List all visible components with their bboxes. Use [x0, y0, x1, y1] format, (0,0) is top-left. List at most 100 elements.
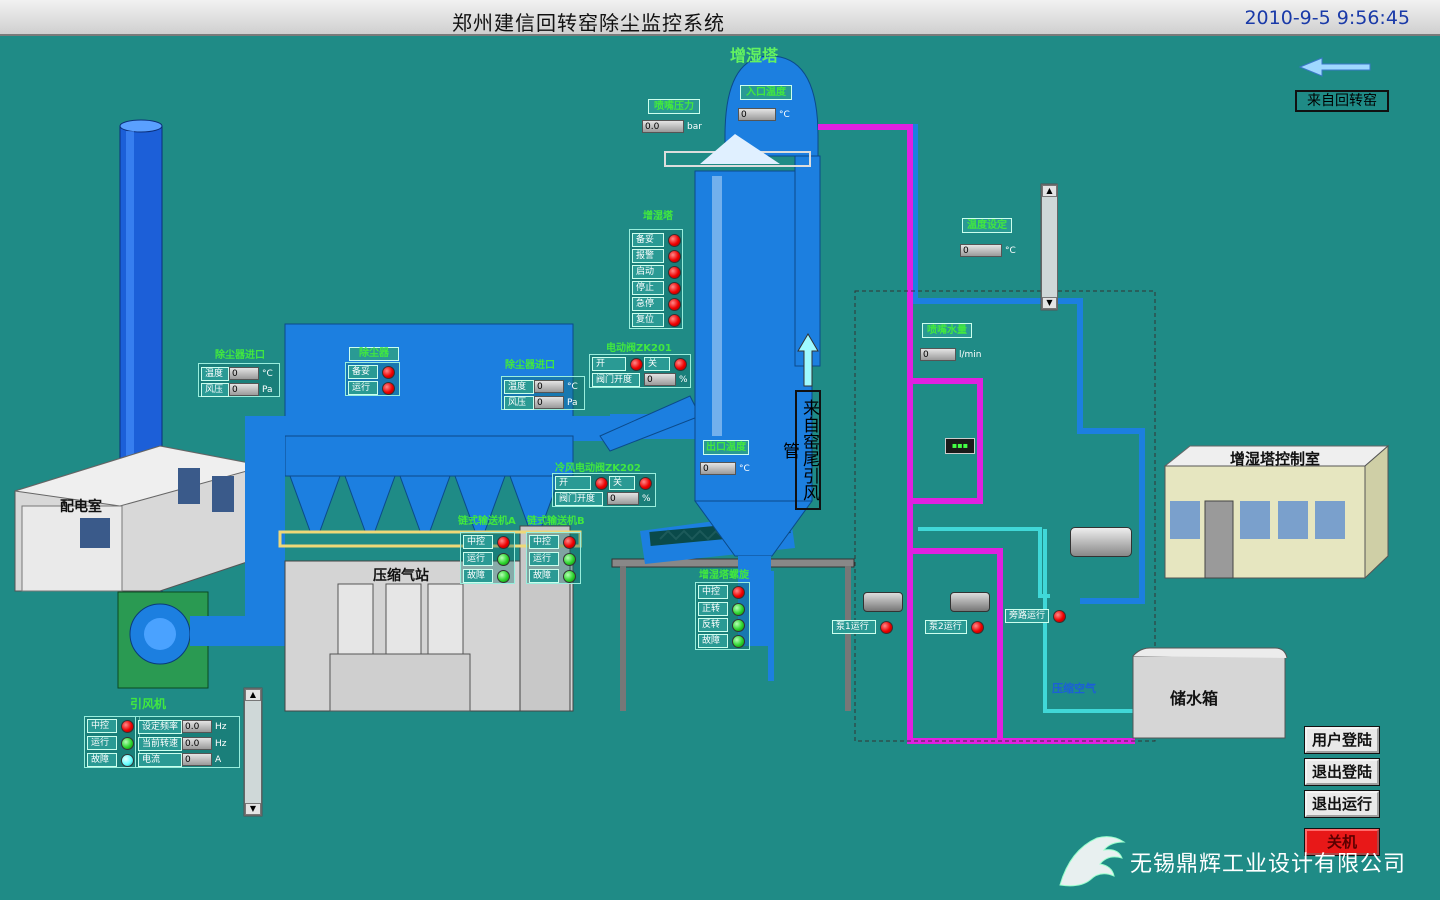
company-name: 无锡鼎辉工业设计有限公司 [1130, 852, 1407, 877]
clock: 2010-9-5 9:56:45 [1244, 7, 1410, 29]
distribution-room-label: 配电室 [60, 499, 102, 515]
status-led [668, 233, 681, 247]
status-led [668, 281, 681, 295]
status-led [497, 552, 510, 566]
conveyor-a-title: 链式输送机A [458, 516, 516, 527]
status-led [732, 602, 745, 616]
slider-up-arrow[interactable]: ▲ [245, 689, 261, 701]
spray-pressure-value: 0.0 [642, 120, 684, 133]
tower-screw-title: 增湿塔螺旋 [699, 570, 749, 581]
valve-open-label: 开 [592, 357, 626, 371]
conveyor-a-panel: 中控 运行 故障 [460, 532, 515, 584]
valve-position-value: 0 [644, 373, 676, 386]
valve-close-label: 关 [609, 476, 635, 490]
flow-meter-icon: ▪▪▪ [945, 438, 975, 454]
valve-close-led [674, 357, 687, 371]
dust-outlet-title: 除尘器进口 [505, 360, 555, 371]
dust-collector-panel: 备妥 运行 [345, 362, 400, 396]
dust-inlet-title: 除尘器进口 [215, 350, 265, 361]
valve-position-label: 阀门开度 [592, 372, 640, 387]
from-kiln-arrow [1298, 57, 1371, 77]
inlet-temp-unit: °C [779, 109, 790, 120]
tower-title: 增湿塔 [730, 46, 779, 65]
status-row: 报警 [632, 248, 681, 264]
water-flow-label: 喷嘴水量 [922, 323, 972, 338]
valve-close-label: 关 [644, 357, 670, 371]
status-led [121, 753, 134, 767]
outlet-temp-field: 0 °C [700, 461, 750, 476]
temp-setting-field[interactable]: 0 °C [960, 243, 1016, 258]
status-row: 急停 [632, 296, 681, 312]
valve-zk201-title: 电动阀ZK201 [606, 343, 672, 354]
exit-button[interactable]: 退出运行 [1304, 790, 1380, 818]
water-tank [1132, 647, 1288, 739]
pump-1-status: 泵1运行 [832, 619, 893, 635]
fan-label: 引风机 [130, 697, 167, 711]
pump-2[interactable] [950, 592, 990, 612]
valve-zk202-title: 冷风电动阀ZK202 [555, 463, 641, 474]
status-led [668, 265, 681, 279]
inlet-temp-value: 0 [738, 108, 776, 121]
valve-position-value: 0 [607, 492, 639, 505]
shutdown-button[interactable]: 关机 [1304, 828, 1380, 856]
valve-open-led [595, 476, 608, 490]
distribution-room [14, 445, 266, 592]
valve-position-label: 阀门开度 [555, 491, 603, 506]
status-led [1053, 609, 1066, 623]
slider-up-arrow[interactable]: ▲ [1042, 185, 1057, 197]
status-led [497, 569, 510, 583]
status-led [732, 618, 745, 632]
water-tank-label: 储水箱 [1170, 689, 1219, 708]
status-led [668, 297, 681, 311]
from-kiln-label: 来自回转窑 [1295, 90, 1389, 112]
status-led [563, 552, 576, 566]
login-button[interactable]: 用户登陆 [1304, 726, 1380, 754]
slider-down-arrow[interactable]: ▼ [245, 803, 261, 815]
up-arrow [797, 333, 819, 387]
status-led [880, 620, 893, 634]
process-diagram [14, 55, 1390, 817]
main-pump[interactable] [1070, 527, 1132, 557]
window-title: 郑州建信回转窑除尘监控系统 [452, 11, 725, 35]
water-flow-value: 0 [920, 348, 956, 361]
logout-button[interactable]: 退出登陆 [1304, 758, 1380, 786]
status-led [563, 535, 576, 549]
control-room-label: 增湿塔控制室 [1230, 450, 1321, 468]
status-row: 备妥 [632, 232, 681, 248]
temp-setting-unit: °C [1005, 245, 1016, 256]
fan-speed-slider[interactable]: ▲ ▼ [244, 688, 262, 816]
water-flow-field: 0 l/min [920, 347, 982, 362]
status-led [382, 381, 395, 395]
valve-close-led [639, 476, 652, 490]
status-led [121, 719, 134, 733]
tower-status-title: 增湿塔 [643, 211, 673, 222]
status-row: 复位 [632, 312, 681, 328]
spray-pressure-label: 喷嘴压力 [648, 99, 700, 114]
pump-1[interactable] [863, 592, 903, 612]
status-row: 停止 [632, 280, 681, 296]
temp-setting-label: 温度设定 [962, 218, 1012, 233]
conveyor-b-panel: 中控 运行 故障 [526, 532, 581, 584]
title-bar: 郑州建信回转窑除尘监控系统 2010-9-5 9:56:45 [0, 0, 1440, 36]
status-led [732, 585, 745, 599]
status-led [668, 249, 681, 263]
status-row: 启动 [632, 264, 681, 280]
status-led [668, 313, 681, 327]
status-led [732, 634, 745, 648]
inlet-temp-field: 0 °C [738, 107, 790, 122]
dust-collector-title: 除尘器 [349, 347, 399, 361]
company-logo-icon [1059, 836, 1126, 887]
compressor-station [278, 525, 582, 712]
status-led [121, 736, 134, 750]
compressed-air-label: 压缩空气 [1052, 682, 1096, 695]
bypass-status: 旁路运行 [1005, 608, 1066, 624]
temp-setting-value[interactable]: 0 [960, 244, 1002, 257]
slider-down-arrow[interactable]: ▼ [1042, 297, 1057, 309]
status-led [497, 535, 510, 549]
temp-setting-slider[interactable]: ▲ ▼ [1041, 184, 1058, 310]
